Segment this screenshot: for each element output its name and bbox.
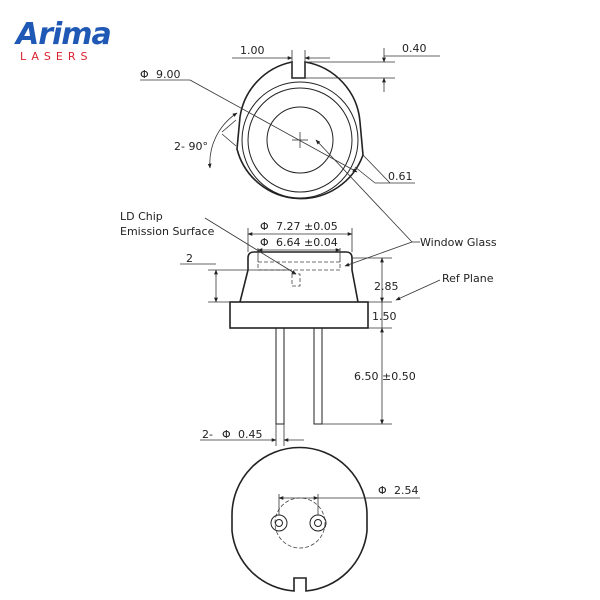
notch-depth-label: 0.40 xyxy=(402,42,427,55)
notch-angle-label: 2- 90° xyxy=(174,140,208,153)
notch-width-label: 1.00 xyxy=(240,44,265,57)
pin-left-inner xyxy=(275,519,283,527)
chip-height-label: 2 xyxy=(186,252,193,265)
lead-diameter-symbol: Φ xyxy=(222,428,231,441)
lead-left xyxy=(275,327,285,425)
pin-right-inner xyxy=(314,519,322,527)
ref-plane-label: Ref Plane xyxy=(442,272,494,285)
side-view: LD Chip Emission Surface Φ 7.27 ±0.05 Φ … xyxy=(120,139,497,446)
lead-length-label: 6.50 ±0.50 xyxy=(354,370,416,383)
top-view-cap-inner xyxy=(247,87,353,193)
outer-diameter-label: 9.00 xyxy=(156,68,181,81)
cap-inner-symbol: Φ xyxy=(260,236,269,249)
flange-thickness-label: 1.50 xyxy=(372,310,397,323)
top-view-window xyxy=(266,106,334,174)
lead-count-label: 2- xyxy=(202,428,213,441)
bottom-view: Φ 2.54 xyxy=(231,446,420,592)
arima-logo: Arima LASERS xyxy=(14,17,112,63)
lead-right xyxy=(313,327,323,425)
pin-left-outer xyxy=(270,514,288,532)
top-view: 1.00 0.40 Φ 9.00 2- 90° 0.61 xyxy=(140,42,440,200)
ld-chip-label: LD Chip xyxy=(120,210,163,223)
pin-circle-label: 2.54 xyxy=(394,484,419,497)
outer-diameter-symbol: Φ xyxy=(140,68,149,81)
side-view-cap xyxy=(239,251,359,303)
emission-surface-label: Emission Surface xyxy=(120,225,215,238)
window-glass-outline xyxy=(257,261,341,271)
cap-height-label: 2.85 xyxy=(374,280,399,293)
ld-chip-outline xyxy=(291,273,301,287)
side-notch-label: 0.61 xyxy=(388,170,413,183)
window-glass-label: Window Glass xyxy=(420,236,497,249)
lead-diameter-label: 0.45 xyxy=(238,428,263,441)
side-view-flange xyxy=(229,301,369,329)
bottom-view-outline xyxy=(231,446,368,592)
pin-circle-symbol: Φ xyxy=(378,484,387,497)
logo-name: Arima xyxy=(14,17,111,52)
pin-right-outer xyxy=(309,514,327,532)
cap-outer-diameter-label: 7.27 ±0.05 xyxy=(276,220,338,233)
cap-outer-symbol: Φ xyxy=(260,220,269,233)
cap-inner-diameter-label: 6.64 ±0.04 xyxy=(276,236,338,249)
top-view-outer-outline xyxy=(236,61,364,200)
logo-sub: LASERS xyxy=(20,50,92,63)
top-view-cap-ring xyxy=(241,81,359,199)
